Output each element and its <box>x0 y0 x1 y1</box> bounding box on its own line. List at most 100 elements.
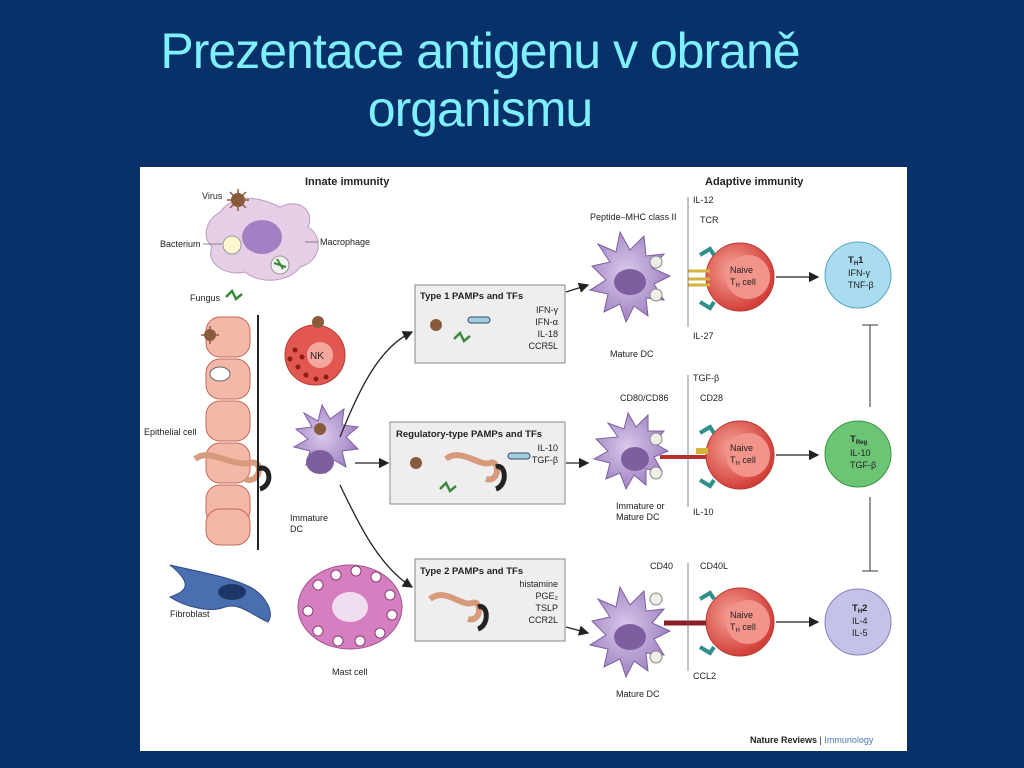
naive-label-3b: TH cell <box>730 622 756 634</box>
slide-title: Prezentace antigenu v obraně organismu <box>0 22 960 138</box>
label-mast-cell: Mast cell <box>332 667 368 677</box>
credit-separator: | <box>817 735 824 745</box>
treg-item-2: TGF-β <box>850 460 876 470</box>
naive-t-cell-3 <box>664 587 775 657</box>
th2-label: TH2 <box>852 603 867 615</box>
naive-label-2-cell: cell <box>740 455 756 465</box>
label-il27: IL-27 <box>693 331 714 341</box>
treg-item-1: IL-10 <box>850 448 871 458</box>
th1-main: T <box>848 255 854 266</box>
credit-journal: Nature Reviews <box>750 735 817 745</box>
epithelial-cells <box>193 316 272 546</box>
box-type2-item-1: histamine <box>519 579 558 589</box>
box-type1-item-1: IFN-γ <box>536 305 558 315</box>
label-cd40l: CD40L <box>700 561 728 571</box>
box-regulatory-item-2: TGF-β <box>532 455 558 465</box>
naive-label-2-sub: H <box>736 461 740 467</box>
label-epithelial-cell: Epithelial cell <box>144 427 197 437</box>
label-macrophage: Macrophage <box>320 237 370 247</box>
th1-item-1: IFN-γ <box>848 268 870 278</box>
header-adaptive: Adaptive immunity <box>705 176 804 188</box>
output-th1: TH1 IFN-γ TNF-β <box>824 241 892 309</box>
box-type2-item-2: PGE₂ <box>536 591 559 601</box>
naive-label-3-cell: cell <box>740 622 756 632</box>
th2-sub: H <box>858 609 862 615</box>
box-type1-item-2: IFN-α <box>535 317 558 327</box>
box-regulatory-item-1: IL-10 <box>537 443 558 453</box>
th2-suffix: 2 <box>862 603 867 614</box>
slide-title-line-1: Prezentace antigenu v obraně <box>160 23 800 79</box>
naive-label-2a: Naive <box>730 443 753 453</box>
box-regulatory-title: Regulatory-type PAMPs and TFs <box>396 429 542 440</box>
box-type2-item-4: CCR2L <box>528 615 558 625</box>
naive-label-3-t: T <box>730 622 736 632</box>
mature-dc-2 <box>592 411 670 491</box>
credit: Nature Reviews | Immunology <box>750 735 874 745</box>
label-ccl2: CCL2 <box>693 671 716 681</box>
label-fungus: Fungus <box>190 293 221 303</box>
nk-cell <box>284 316 346 386</box>
box-type1: Type 1 PAMPs and TFs IFN-γ IFN-α IL-18 C… <box>414 284 566 364</box>
label-bacterium: Bacterium <box>160 239 201 249</box>
th1-sub: H <box>854 261 858 267</box>
label-il12: IL-12 <box>693 195 714 205</box>
naive-t-cell-2 <box>660 420 775 490</box>
fungus-icon <box>225 288 243 301</box>
naive-label-1-sub: H <box>736 283 740 289</box>
naive-label-1-t: T <box>730 277 736 287</box>
box-type2-item-3: TSLP <box>535 603 558 613</box>
mature-dc-3 <box>588 585 672 679</box>
th1-label: TH1 <box>848 255 864 267</box>
mast-cell <box>297 564 403 650</box>
box-type1-item-4: CCR5L <box>528 341 558 351</box>
th1-item-2: TNF-β <box>848 280 874 290</box>
label-immature-dc-2: DC <box>290 524 303 534</box>
naive-label-1-cell: cell <box>740 277 756 287</box>
treg-label: TReg <box>850 434 867 446</box>
naive-label-1a: Naive <box>730 265 753 275</box>
box-type2: Type 2 PAMPs and TFs histamine PGE₂ TSLP… <box>414 558 566 642</box>
virus-icon <box>227 189 249 211</box>
label-mature-dc-3: Mature DC <box>616 689 660 699</box>
naive-label-3a: Naive <box>730 610 753 620</box>
label-immature-dc-1: Immature <box>290 513 328 523</box>
label-dc-2b: Mature DC <box>616 512 660 522</box>
treg-sub: Reg <box>856 440 868 446</box>
th1-suffix: 1 <box>858 255 864 266</box>
output-th2: TH2 IL-4 IL-5 <box>824 588 892 656</box>
label-peptide-mhc: Peptide–MHC class II <box>590 212 677 222</box>
label-cd28: CD28 <box>700 393 723 403</box>
label-tgfb: TGF-β <box>693 373 719 383</box>
mature-dc-1 <box>588 230 672 324</box>
immature-dc <box>292 403 360 475</box>
label-cd80-cd86: CD80/CD86 <box>620 393 669 403</box>
naive-t-cell-1 <box>688 242 775 312</box>
naive-label-2-t: T <box>730 455 736 465</box>
label-tcr: TCR <box>700 215 719 225</box>
credit-section: Immunology <box>824 735 874 745</box>
th2-item-2: IL-5 <box>852 628 868 638</box>
header-innate: Innate immunity <box>305 176 390 188</box>
box-type2-title: Type 2 PAMPs and TFs <box>420 566 523 577</box>
naive-label-3-sub: H <box>736 628 740 634</box>
treg-main: T <box>850 434 856 445</box>
immunity-diagram: Innate immunity Adaptive immunity Virus … <box>144 176 892 745</box>
th2-main: T <box>852 603 858 614</box>
slide-title-line-2: organismu <box>367 81 593 137</box>
immunity-figure: Innate immunity Adaptive immunity Virus … <box>140 167 907 751</box>
virus-icon-2 <box>201 326 219 344</box>
th2-item-1: IL-4 <box>852 616 868 626</box>
label-nk: NK <box>310 351 324 362</box>
label-mature-dc-1: Mature DC <box>610 349 654 359</box>
label-cd40: CD40 <box>650 561 673 571</box>
naive-label-2b: TH cell <box>730 455 756 467</box>
macrophage-cell <box>205 197 319 281</box>
label-il10-r2: IL-10 <box>693 507 714 517</box>
label-virus: Virus <box>202 191 223 201</box>
naive-label-1b: TH cell <box>730 277 756 289</box>
label-dc-2a: Immature or <box>616 501 665 511</box>
box-type1-title: Type 1 PAMPs and TFs <box>420 291 523 302</box>
box-regulatory: Regulatory-type PAMPs and TFs IL-10 TGF-… <box>389 421 566 505</box>
box-type1-item-3: IL-18 <box>537 329 558 339</box>
fibroblast-cell <box>168 564 271 623</box>
